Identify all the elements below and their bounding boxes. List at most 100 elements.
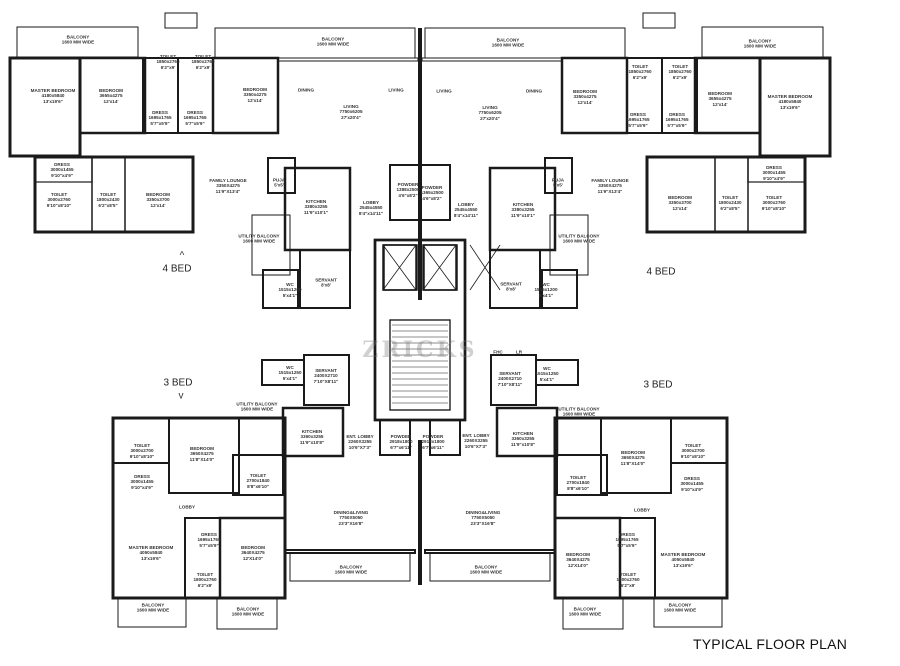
watermark: ZRICKS — [362, 337, 478, 363]
room-dim: 3380x3255 — [511, 207, 535, 213]
lift-cross — [422, 244, 457, 291]
room-size: 11'9"x10'1" — [510, 212, 536, 218]
room-size: 5'x4'1" — [282, 375, 298, 381]
room-name: TOILET — [50, 191, 68, 197]
wc-wall — [541, 269, 578, 309]
room-name: BALCONY — [668, 602, 692, 608]
room-dim: 3350x3700 — [146, 197, 170, 203]
room-size: 9'10"x8'10" — [129, 453, 155, 459]
room-name: BEDROOM — [146, 191, 170, 197]
balcony-outline — [117, 596, 187, 628]
bedroom-wall — [78, 56, 147, 135]
room-name: ENT. LOBBY — [462, 432, 490, 438]
room-name: TOILET — [671, 63, 689, 69]
room-dim: 1800x2760 — [616, 577, 640, 583]
room-size: 7'10"X8'11" — [497, 381, 523, 387]
room-dim: 1850x2760 — [156, 59, 180, 65]
room-size: 13'x19'6" — [141, 555, 161, 561]
room-name: DINING&LIVING — [333, 509, 369, 515]
room-size: 6'2"x9' — [620, 582, 636, 588]
room-name: SERVANT — [500, 281, 522, 287]
room-name: DRESS — [187, 109, 203, 115]
room-dim: 1800x2760 — [193, 577, 217, 583]
room-size: 5'7"x5'9" — [185, 120, 205, 126]
room-name: BEDROOM — [241, 544, 265, 550]
servant-wall — [303, 354, 350, 406]
room-dim: 1800x2430 — [96, 197, 120, 203]
room-dim: 1600 MM WIDE — [562, 412, 596, 417]
unit-title-4bed-left: 4 BED — [162, 263, 192, 275]
room-dim: 3000x2700 — [130, 448, 154, 454]
room-name: POWDER — [421, 184, 443, 190]
room-dim: 3350x4275 — [243, 92, 267, 98]
room-name: TOILET — [133, 442, 151, 448]
room-name: PUJA — [551, 177, 565, 183]
room-size: 5'7"x5'9" — [628, 122, 648, 128]
staircase — [389, 319, 451, 411]
room-name: MASTER BEDROOM — [30, 87, 76, 93]
room-dim: 7750x6205 — [339, 109, 363, 115]
room-dim: 4180x5840 — [778, 99, 802, 105]
room-name: TOILET — [569, 474, 587, 480]
room-name: DRESS — [630, 111, 646, 117]
room-name: DRESS — [152, 109, 168, 115]
room-name: BALCONY — [748, 38, 772, 44]
room-dim: 1515x1200 — [534, 287, 558, 293]
room-dim: 1800x2430 — [718, 200, 742, 206]
room-dim: 3000x1455 — [130, 479, 154, 485]
room-dim: 1600 MM WIDE — [568, 612, 602, 617]
room-name: DRESS — [134, 473, 150, 479]
room-dim: 2545x4550 — [359, 205, 383, 211]
living-top-wall — [421, 57, 563, 62]
room-dim: 1600 MM WIDE — [240, 407, 274, 412]
room-size: 12'X14'0" — [567, 562, 589, 568]
room-name: MASTER BEDROOM — [660, 551, 706, 557]
room-dim: 3655x4275 — [708, 96, 732, 102]
room-name: BEDROOM — [566, 551, 590, 557]
room-dim: 1515x1200 — [278, 287, 302, 293]
room-name: BALCONY — [141, 602, 165, 608]
toilet-wall — [91, 156, 126, 233]
room-name: FHC — [493, 349, 503, 355]
room-size: 4'6"x8'2" — [398, 192, 418, 198]
room-name: TOILET — [721, 194, 739, 200]
down-arrow-icon: v — [178, 390, 184, 402]
duct-outline — [642, 12, 676, 29]
toilet-wall — [556, 454, 608, 496]
room-dim: 3000x1455 — [50, 167, 74, 173]
room-name: SERVANT — [315, 277, 337, 283]
room-dim: 3350X4275 — [598, 183, 622, 189]
room-name: LOBBY — [362, 199, 380, 205]
servant-wall — [299, 249, 351, 309]
room-size: 12'x14' — [577, 99, 593, 105]
room-name: WC — [286, 364, 294, 370]
room-size: 5'x4'1" — [538, 292, 554, 298]
room-name: FAMILY LOUNGE — [209, 177, 247, 183]
bedroom-wall — [553, 516, 622, 600]
room-size: 12'x14' — [103, 98, 119, 104]
room-dim: 3360x3255 — [511, 436, 535, 442]
room-dim: 1850x2760 — [668, 69, 692, 75]
room-dim: 1600 MM WIDE — [469, 570, 503, 575]
room-name: BEDROOM — [621, 449, 645, 455]
room-dim: 1600 MM WIDE — [231, 612, 265, 617]
